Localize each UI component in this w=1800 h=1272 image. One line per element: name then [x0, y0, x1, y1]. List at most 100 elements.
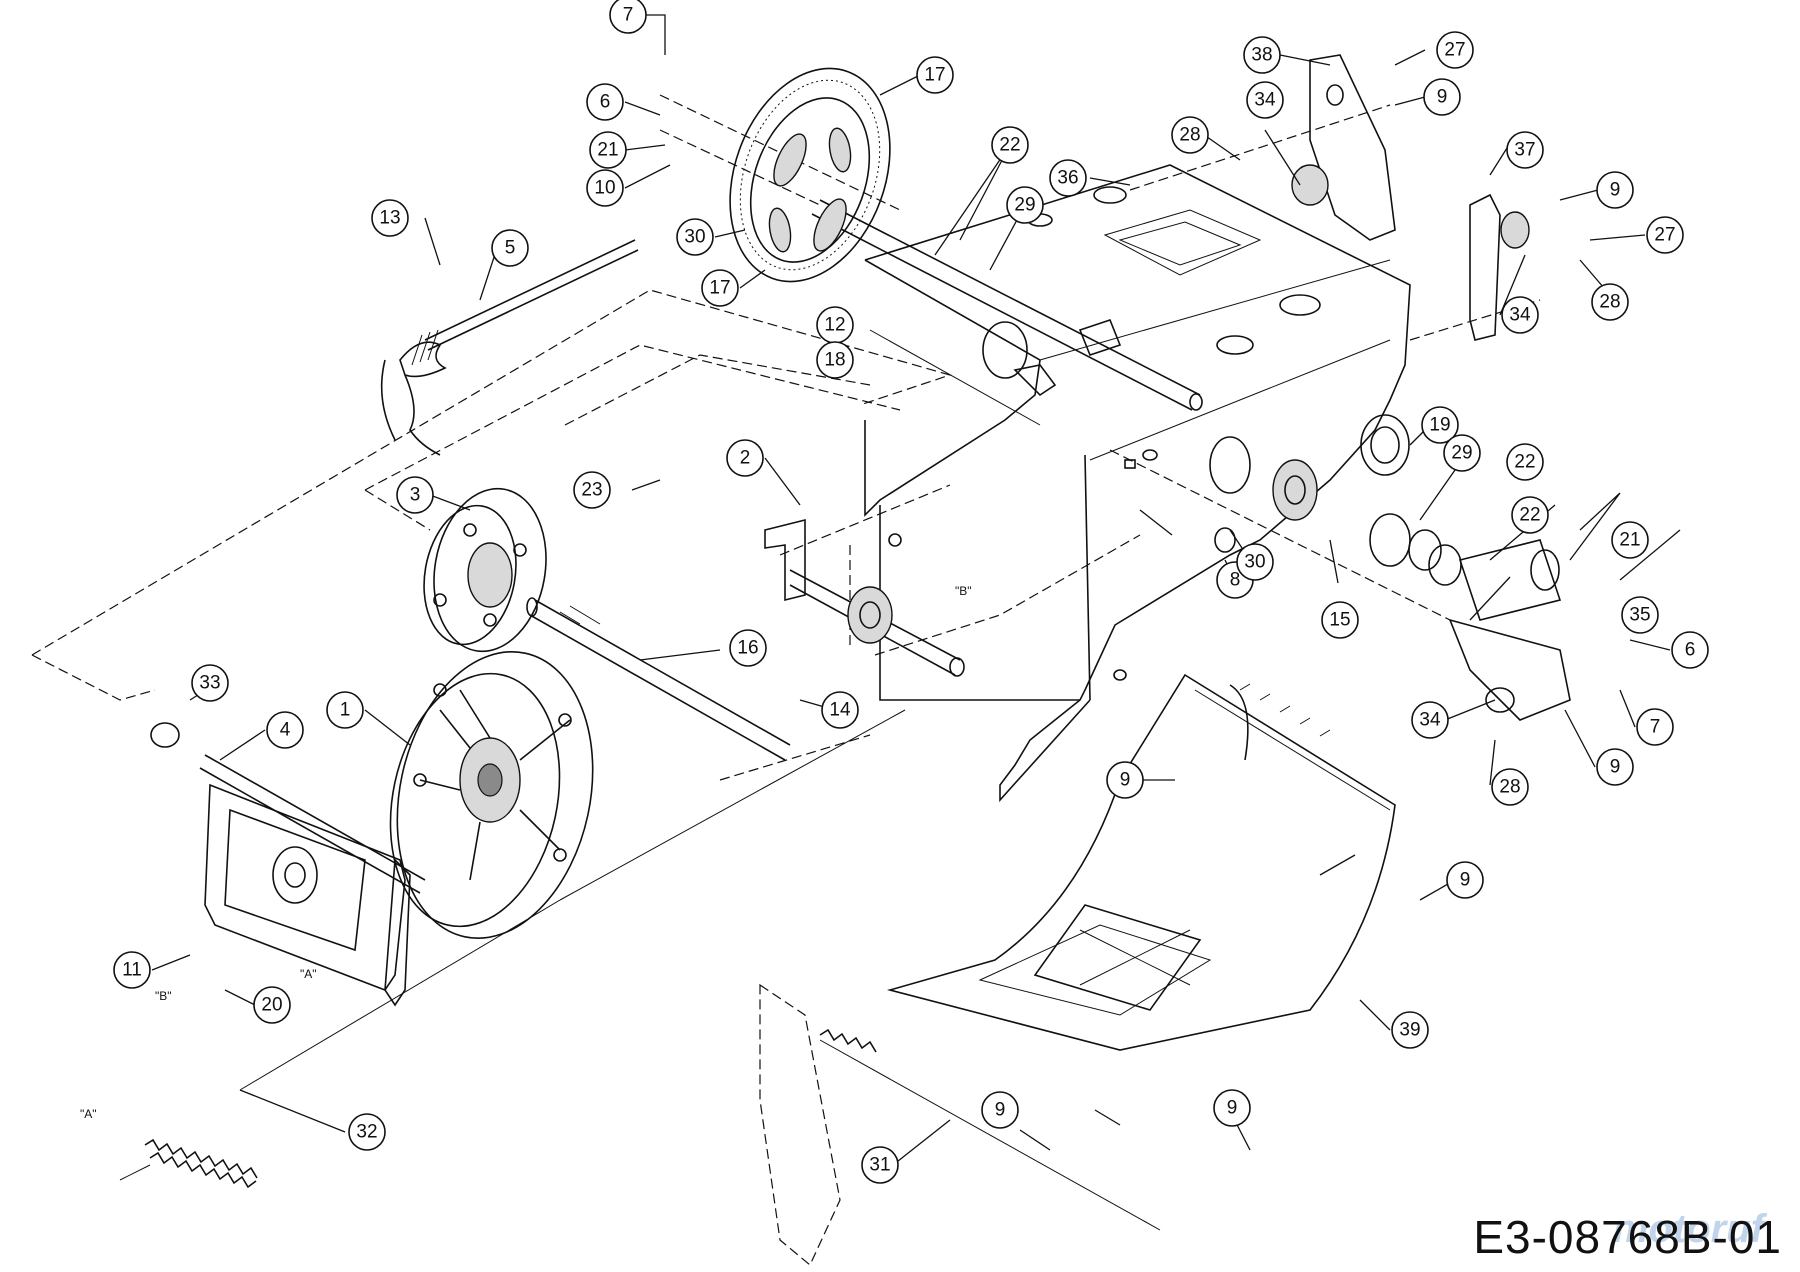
- note-a-1: "A": [300, 967, 317, 981]
- svg-text:18: 18: [824, 350, 845, 371]
- svg-text:32: 32: [356, 1122, 377, 1143]
- callout-21b: 21: [1611, 521, 1649, 559]
- callout-28a: 28: [1171, 116, 1209, 154]
- callout-7a: 7: [609, 0, 647, 34]
- svg-text:8: 8: [1230, 570, 1241, 591]
- svg-text:6: 6: [600, 92, 611, 113]
- shaft-16: [526, 597, 791, 761]
- svg-text:9: 9: [1610, 757, 1621, 778]
- callout-34c: 34: [1411, 701, 1449, 739]
- callout-9g: 9: [1213, 1089, 1251, 1127]
- pulley-large: [389, 650, 594, 940]
- watermark: motoruf: [1612, 1207, 1764, 1251]
- svg-text:16: 16: [737, 638, 758, 659]
- callout-23: 23: [573, 471, 611, 509]
- svg-text:9: 9: [1120, 770, 1131, 791]
- svg-text:29: 29: [1014, 195, 1035, 216]
- svg-text:37: 37: [1514, 140, 1535, 161]
- callout-38: 38: [1243, 36, 1281, 74]
- callout-30b: 30: [1236, 543, 1274, 581]
- svg-text:27: 27: [1654, 225, 1675, 246]
- bracket-4: [150, 722, 426, 1007]
- svg-text:22: 22: [999, 135, 1020, 156]
- note-b-1: "B": [155, 989, 172, 1003]
- callout-16: 16: [729, 629, 767, 667]
- notes: "A" "A" "B" "B": [80, 584, 972, 1121]
- callout-33: 33: [191, 664, 229, 702]
- svg-text:9: 9: [1227, 1098, 1238, 1119]
- svg-text:34: 34: [1254, 90, 1276, 111]
- callout-31: 31: [861, 1146, 899, 1184]
- callout-32: 32: [348, 1113, 386, 1151]
- svg-text:13: 13: [379, 208, 400, 229]
- svg-text:6: 6: [1685, 640, 1696, 661]
- svg-text:36: 36: [1057, 168, 1078, 189]
- svg-text:33: 33: [199, 673, 220, 694]
- svg-text:19: 19: [1429, 415, 1450, 436]
- callout-35: 35: [1621, 596, 1659, 634]
- svg-text:29: 29: [1451, 443, 1472, 464]
- callout-2: 2: [726, 439, 764, 477]
- callout-7b: 7: [1636, 708, 1674, 746]
- shaft-5: [380, 239, 639, 456]
- svg-text:35: 35: [1629, 605, 1650, 626]
- callout-17b: 17: [701, 269, 739, 307]
- callout-9b: 9: [1596, 171, 1634, 209]
- callout-30a: 30: [676, 218, 714, 256]
- callout-14: 14: [821, 691, 859, 729]
- callout-21a: 21: [589, 131, 627, 169]
- callout-9c: 9: [1596, 748, 1634, 786]
- svg-text:12: 12: [824, 315, 845, 336]
- pulley-small: [423, 487, 547, 653]
- svg-text:15: 15: [1329, 610, 1350, 631]
- bottom-cover: [886, 673, 1396, 1051]
- callout-9e: 9: [1446, 861, 1484, 899]
- svg-text:34: 34: [1509, 305, 1531, 326]
- callout-28b: 28: [1591, 283, 1629, 321]
- svg-text:3: 3: [410, 485, 421, 506]
- callout-27b: 27: [1646, 216, 1684, 254]
- svg-text:17: 17: [924, 65, 945, 86]
- svg-text:31: 31: [869, 1155, 890, 1176]
- callout-11: 11: [113, 951, 151, 989]
- svg-text:20: 20: [261, 995, 282, 1016]
- callout-9f: 9: [981, 1091, 1019, 1129]
- callout-12: 12: [816, 306, 854, 344]
- diagram-code: E3-08768B-01: [1473, 1211, 1782, 1263]
- callout-22b: 22: [1506, 443, 1544, 481]
- callout-17a: 17: [916, 56, 954, 94]
- svg-text:22: 22: [1514, 452, 1535, 473]
- svg-text:28: 28: [1179, 125, 1200, 146]
- svg-text:21: 21: [597, 140, 618, 161]
- callout-39: 39: [1391, 1011, 1429, 1049]
- callout-36: 36: [1049, 159, 1087, 197]
- svg-text:2: 2: [740, 448, 751, 469]
- svg-text:1: 1: [340, 700, 351, 721]
- svg-text:14: 14: [829, 700, 851, 721]
- callouts: 1 2 3 4 5 6 6 7 7 8 9 9 9 9 9 9 9 10 11 …: [113, 0, 1709, 1184]
- callout-4: 4: [266, 711, 304, 749]
- svg-text:4: 4: [280, 720, 291, 741]
- callout-6a: 6: [586, 83, 624, 121]
- svg-text:7: 7: [623, 5, 634, 26]
- svg-text:9: 9: [1437, 87, 1448, 108]
- callout-9d: 9: [1106, 761, 1144, 799]
- callout-9a: 9: [1423, 78, 1461, 116]
- note-a-2: "A": [80, 1107, 97, 1121]
- svg-text:23: 23: [581, 480, 602, 501]
- axle-shaft: [811, 199, 1203, 411]
- svg-text:30: 30: [684, 227, 705, 248]
- cable: [559, 709, 906, 901]
- callout-20: 20: [253, 986, 291, 1024]
- svg-text:34: 34: [1419, 710, 1441, 731]
- callout-18: 18: [816, 341, 854, 379]
- callout-34a: 34: [1246, 81, 1284, 119]
- right-parts: [982, 54, 1571, 721]
- bracket-2: [764, 518, 965, 677]
- svg-text:17: 17: [709, 278, 730, 299]
- svg-text:11: 11: [122, 960, 142, 981]
- callout-22c: 22: [1511, 496, 1549, 534]
- callout-19: 19: [1421, 406, 1459, 444]
- side-plate: [759, 983, 1161, 1266]
- svg-text:27: 27: [1444, 40, 1465, 61]
